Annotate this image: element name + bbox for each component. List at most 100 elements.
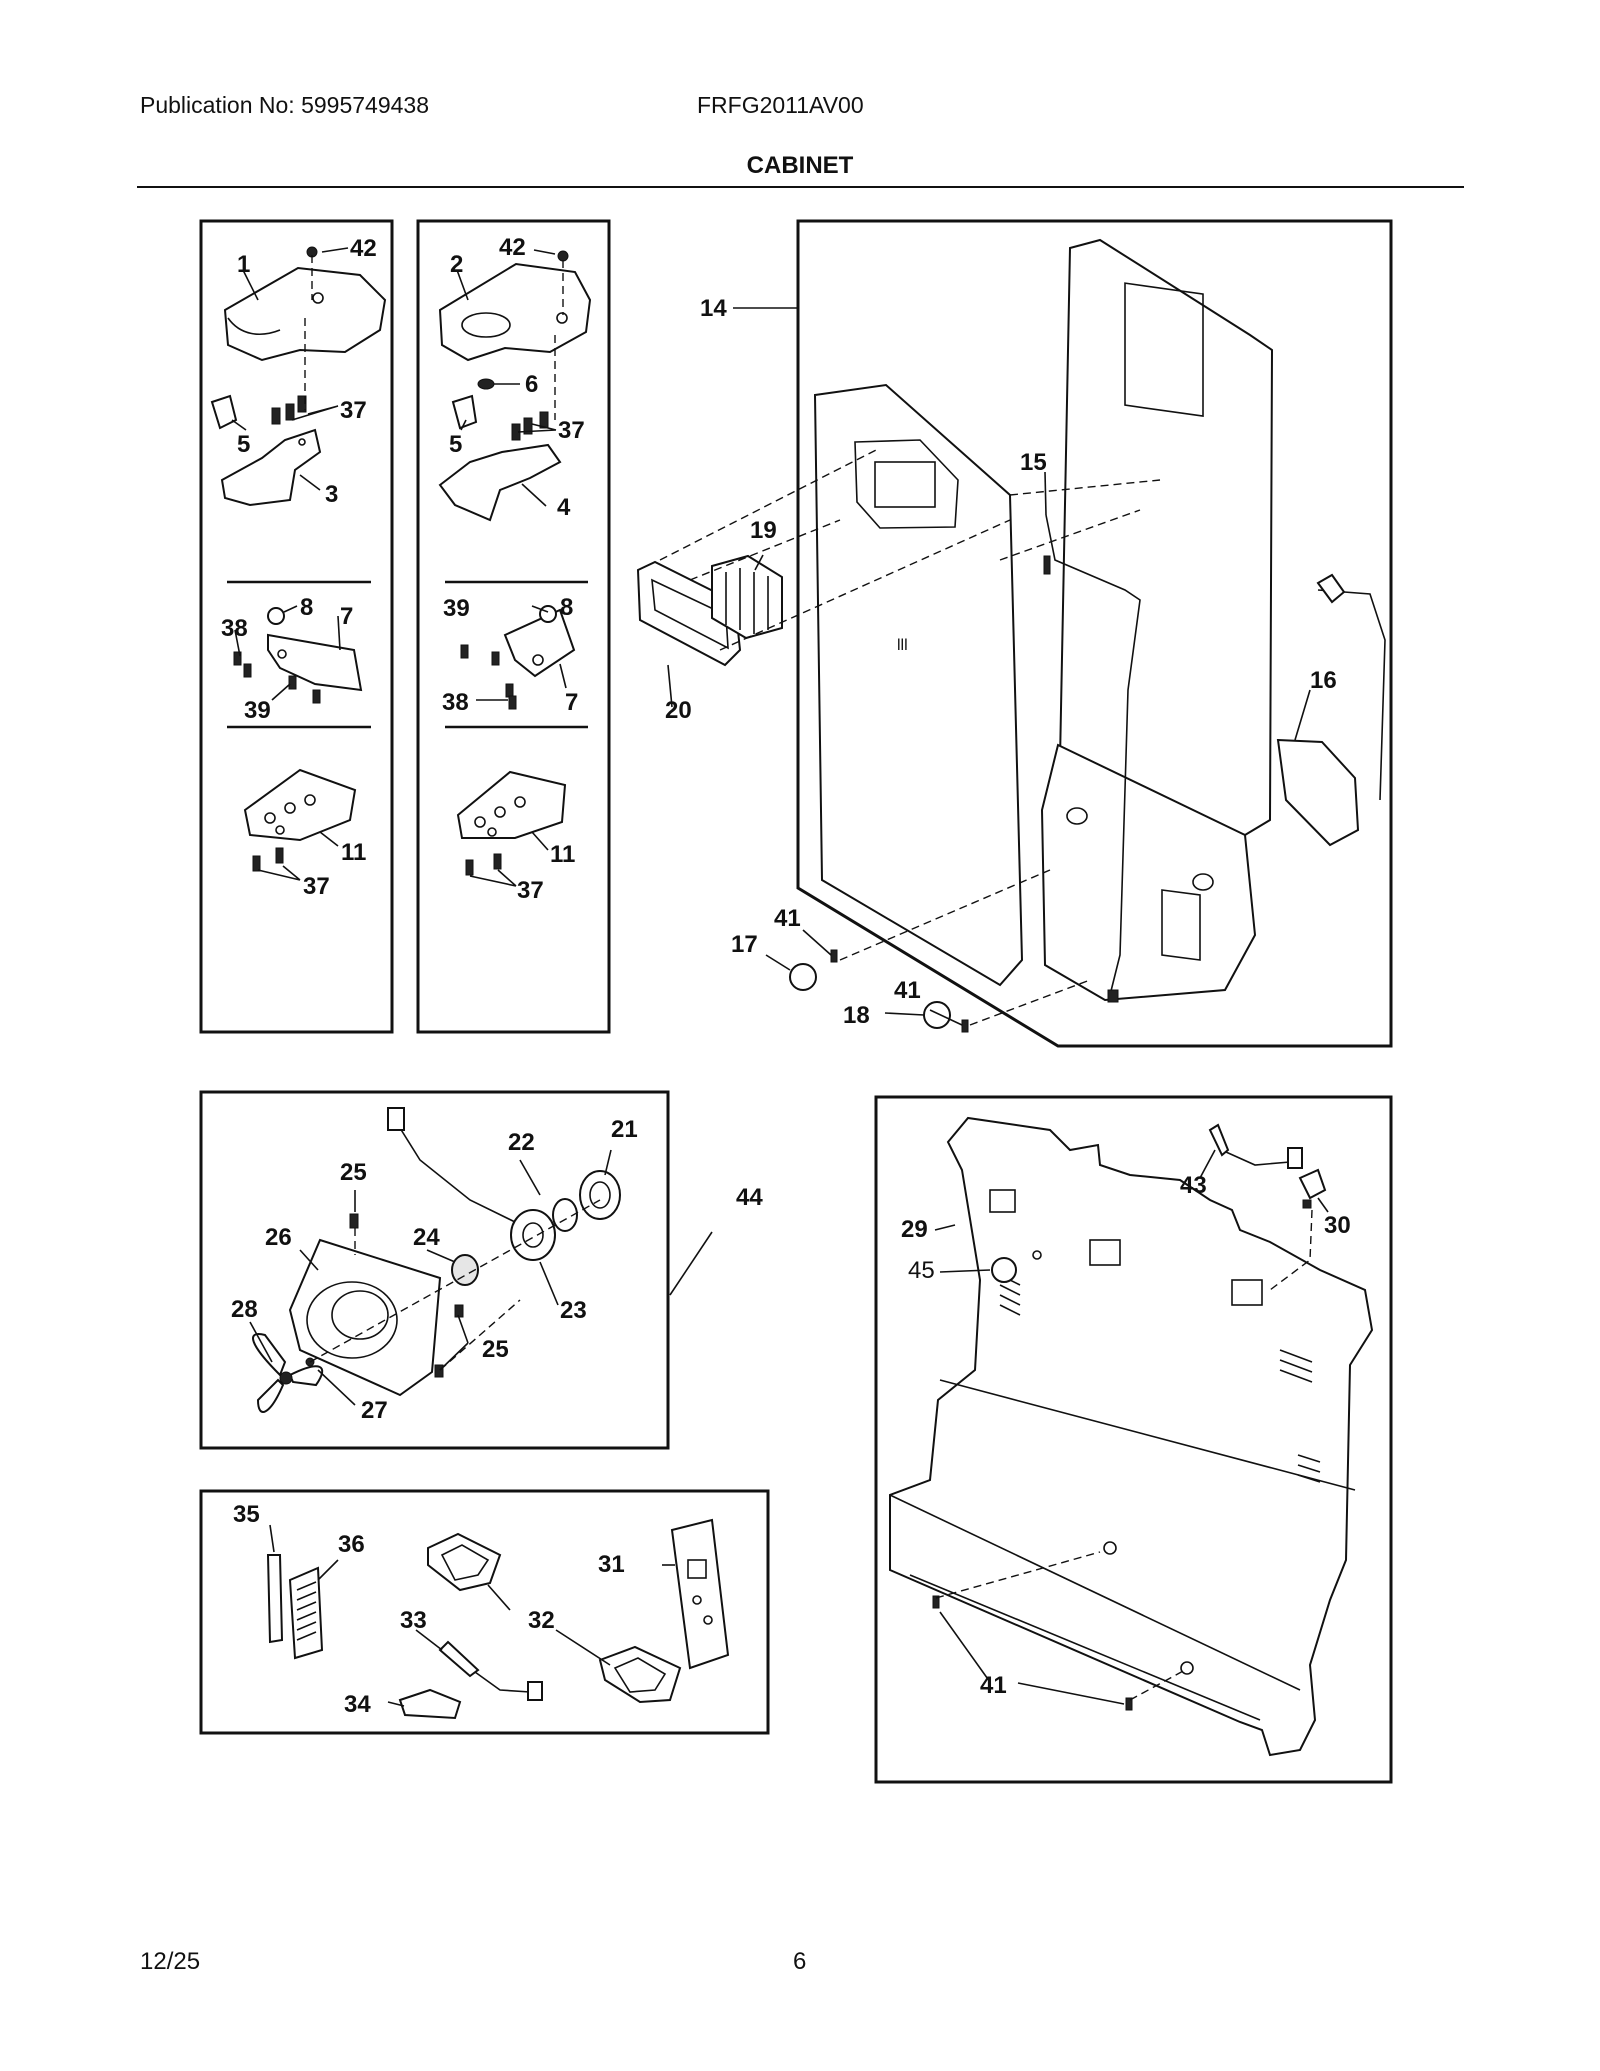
hinge-cover-1 — [223, 266, 387, 362]
callout-39: 39 — [443, 595, 470, 622]
svg-text:lll: lll — [897, 637, 908, 654]
hinge-panel-right — [416, 219, 611, 1034]
air-filter-19 — [711, 554, 783, 640]
callout-35: 35 — [233, 1501, 260, 1528]
callout-15: 15 — [1020, 449, 1047, 476]
callout-37: 37 — [558, 417, 585, 444]
callout-37: 37 — [517, 877, 544, 904]
callout-34: 34 — [344, 1691, 371, 1718]
control-board-31 — [670, 1518, 730, 1670]
publication-number: Publication No: 5995749438 — [140, 92, 430, 118]
callout-21: 21 — [611, 1116, 638, 1143]
callout-8: 8 — [560, 594, 573, 621]
hinge-clip-5a — [210, 394, 238, 430]
fan-motor-23 — [510, 1209, 556, 1261]
footer-page-number: 6 — [793, 1948, 807, 1975]
bracket-34 — [398, 1688, 462, 1720]
callout-38: 38 — [442, 689, 469, 716]
grommet-24 — [451, 1254, 479, 1286]
callout-4: 4 — [557, 494, 571, 521]
callout-22: 22 — [508, 1129, 535, 1156]
back-panel — [874, 1095, 1393, 1784]
control-parts-panel — [199, 1489, 770, 1735]
hinge-bracket-3 — [220, 428, 322, 507]
callout-2: 2 — [450, 251, 463, 278]
callout-6: 6 — [525, 371, 538, 398]
vent-36 — [288, 1566, 324, 1660]
callout-36: 36 — [338, 1531, 365, 1558]
filter-cover-20 — [636, 560, 742, 667]
callout-7: 7 — [565, 689, 578, 716]
callout-31: 31 — [598, 1551, 625, 1578]
callout-25: 25 — [482, 1336, 509, 1363]
bottom-hinge-11b — [456, 770, 567, 876]
screws-41-back — [932, 1595, 1133, 1711]
callout-41: 41 — [894, 977, 921, 1004]
hinge-cover-2 — [438, 262, 592, 362]
sensor-33 — [438, 1640, 543, 1701]
callout-30: 30 — [1324, 1212, 1351, 1239]
hinge-bracket-4 — [438, 443, 562, 522]
motor-bracket-21 — [579, 1170, 621, 1220]
callout-7: 7 — [340, 603, 353, 630]
callout-39: 39 — [244, 697, 271, 724]
fan-blade-28 — [252, 1333, 324, 1413]
callout-19: 19 — [750, 517, 777, 544]
callout-5: 5 — [449, 431, 462, 458]
callout-3: 3 — [325, 481, 338, 508]
bottom-hinge-11a — [243, 768, 357, 872]
callout-32: 32 — [528, 1607, 555, 1634]
callout-38: 38 — [221, 615, 248, 642]
callout-25: 25 — [340, 1159, 367, 1186]
light-18 — [923, 1001, 951, 1029]
connector-30 — [1298, 1168, 1327, 1209]
callout-37: 37 — [303, 873, 330, 900]
fan-harness — [387, 1107, 516, 1223]
hinge-clip-5b — [451, 394, 478, 430]
callout-41: 41 — [774, 905, 801, 932]
wire-harness-15 — [1043, 514, 1141, 1003]
callout-24: 24 — [413, 1224, 440, 1251]
spacer-6 — [477, 378, 495, 390]
callout-1: 1 — [237, 251, 250, 278]
callout-11: 11 — [550, 841, 575, 868]
light-lens-32b — [598, 1645, 682, 1704]
callout-26: 26 — [265, 1224, 292, 1251]
outer-liner-assembly — [1040, 238, 1274, 1002]
footer-date: 12/25 — [140, 1948, 201, 1975]
callout-23: 23 — [560, 1297, 587, 1324]
light-lens-32a — [427, 1532, 502, 1592]
wire-harness-16 — [1276, 573, 1386, 847]
fan-assembly-panel — [199, 1090, 670, 1450]
liner-panel — [796, 219, 1393, 1048]
callout-29: 29 — [901, 1216, 928, 1243]
callout-28: 28 — [231, 1296, 258, 1323]
callout-18: 18 — [843, 1002, 870, 1029]
callout-5: 5 — [237, 431, 250, 458]
callout-45: 45 — [908, 1257, 935, 1284]
callout-27: 27 — [361, 1397, 388, 1424]
callout-37: 37 — [340, 397, 367, 424]
callout-11: 11 — [341, 839, 366, 866]
fan-shroud-26 — [288, 1238, 442, 1397]
bumper-45 — [991, 1257, 1017, 1283]
screws-37a — [271, 246, 318, 425]
callout-16: 16 — [1310, 667, 1337, 694]
hinge-plate-7b — [460, 605, 576, 710]
callout-17: 17 — [731, 931, 758, 958]
hinge-plate-7a — [233, 607, 363, 704]
callout-43: 43 — [1180, 1172, 1207, 1199]
callout-14: 14 — [700, 295, 727, 322]
screws-41-liner — [830, 949, 969, 1033]
callout-42: 42 — [499, 234, 526, 261]
section-title: CABINET — [746, 152, 854, 179]
light-17 — [789, 963, 817, 991]
callout-42: 42 — [350, 235, 377, 262]
screws-37b — [511, 250, 569, 441]
callout-44: 44 — [736, 1184, 763, 1211]
model-number: FRFG2011AV00 — [697, 92, 864, 118]
back-panel-29 — [889, 1116, 1374, 1757]
callout-41: 41 — [980, 1672, 1007, 1699]
callout-33: 33 — [400, 1607, 427, 1634]
